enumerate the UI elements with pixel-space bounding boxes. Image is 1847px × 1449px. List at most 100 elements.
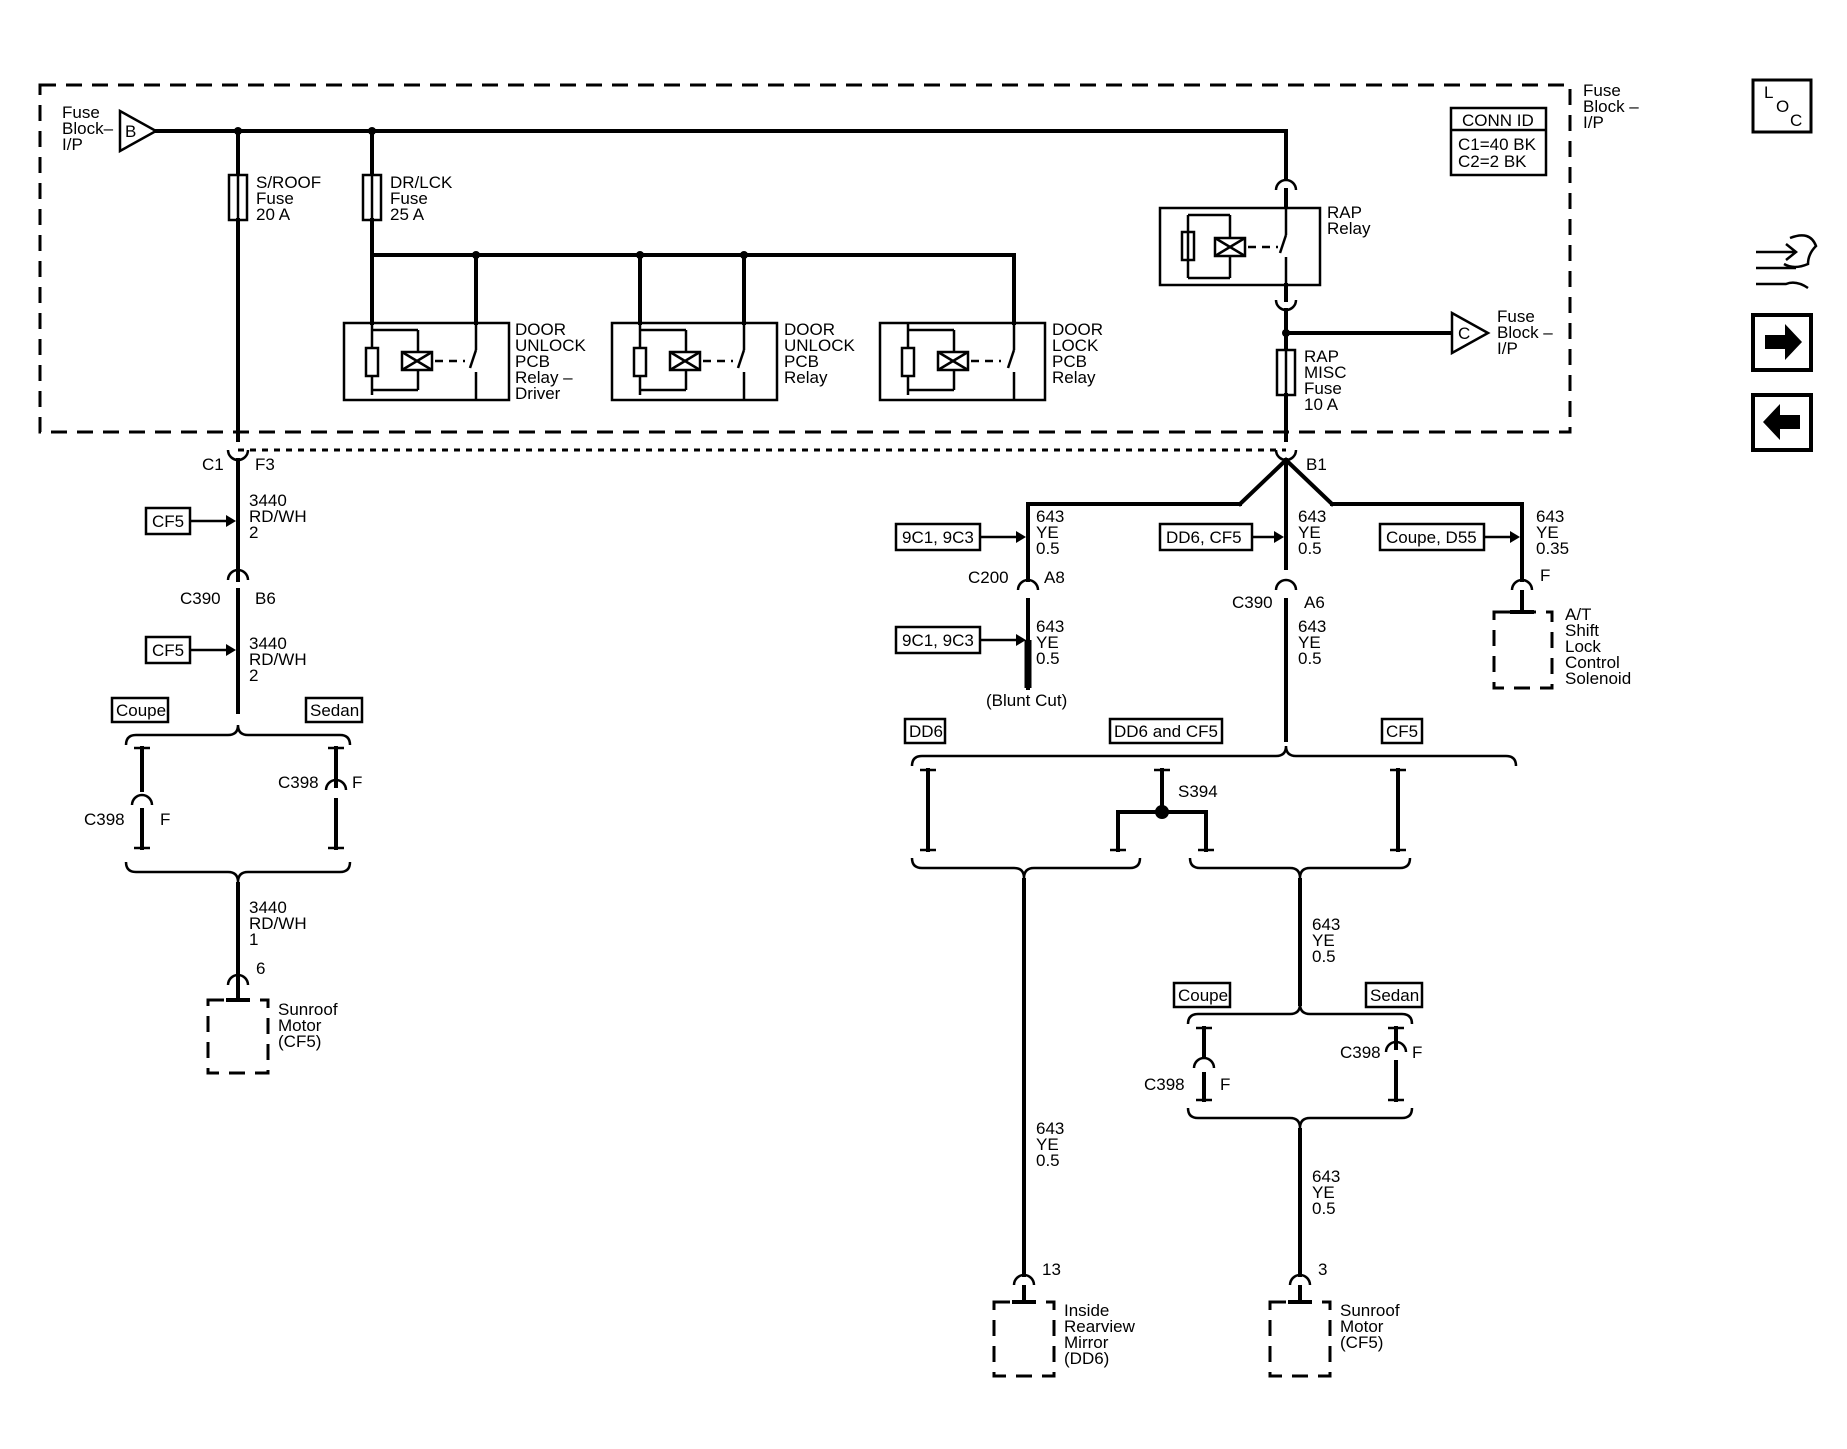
rap-fuse-label-4: 10 A	[1304, 395, 1339, 414]
relay3-label-3: PCB	[1052, 352, 1087, 371]
loc-button[interactable]: L O C	[1751, 78, 1813, 134]
left-c398-right: C398	[278, 773, 319, 792]
fuse-block-c-label-1: Fuse	[1497, 307, 1535, 326]
fuse-block-boundary	[38, 83, 1572, 434]
left-sunroof-motor	[206, 998, 270, 1075]
left-wire3-1: 3440	[249, 898, 287, 917]
right-f-left: F	[1220, 1075, 1230, 1094]
right-device-f-3: (CF5)	[1340, 1333, 1383, 1352]
left-coupe: Coupe	[116, 701, 166, 720]
left-wire2-1: 3440	[249, 634, 287, 653]
right-wire-d-1: 643	[1036, 1119, 1064, 1138]
right-wire-b-3: 0.5	[1298, 539, 1322, 558]
left-pin: 6	[256, 959, 265, 978]
left-wire1-3: 2	[249, 523, 258, 542]
fuse-block-label-right-3: I/P	[1583, 113, 1604, 132]
right-coupe-box	[1172, 981, 1232, 1009]
right-c398-right: C398	[1340, 1043, 1381, 1062]
right-device-c-4: Control	[1565, 653, 1620, 672]
right-ref-a2-box	[894, 625, 982, 655]
fuse-block-label-left-3: I/P	[62, 135, 83, 154]
next-page-button[interactable]	[1751, 313, 1813, 372]
left-wire3-2: RD/WH	[249, 914, 307, 933]
right-wire-b-1: 643	[1298, 507, 1326, 526]
left-wire1-1: 3440	[249, 491, 287, 510]
relay-door-unlock	[610, 253, 779, 402]
right-ref-a: 9C1, 9C3	[902, 528, 974, 547]
right-wire-a2-1: 643	[1036, 617, 1064, 636]
right-wire-a-1: 643	[1036, 507, 1064, 526]
drlck-fuse-label-2: Fuse	[390, 189, 428, 208]
relay3-label-2: LOCK	[1052, 336, 1099, 355]
right-ref-b: DD6, CF5	[1166, 528, 1242, 547]
right-wire-c-2: YE	[1536, 523, 1559, 542]
right-device-c-1: A/T	[1565, 605, 1591, 624]
relay1-label-4: Relay –	[515, 368, 573, 387]
relay1-label-3: PCB	[515, 352, 550, 371]
right-a8: A8	[1044, 568, 1065, 587]
left-c390: C390	[180, 589, 221, 608]
loc-l: L	[1764, 83, 1773, 102]
loc-c: C	[1790, 111, 1802, 130]
opt-dd6cf5: DD6 and CF5	[1114, 722, 1218, 741]
arrow-left-icon	[1763, 404, 1800, 440]
right-pin-f: 3	[1318, 1260, 1327, 1279]
right-c200: C200	[968, 568, 1009, 587]
sroof-fuse-label-2: Fuse	[256, 189, 294, 208]
drlck-fuse-label-3: 25 A	[390, 205, 425, 224]
fuse-block-label-right-2: Block –	[1583, 97, 1639, 116]
right-ref-a2: 9C1, 9C3	[902, 631, 974, 650]
sroof-fuse-label-1: S/ROOF	[256, 173, 321, 192]
left-f-right: F	[352, 773, 362, 792]
fuse-block-label-left-2: Block–	[62, 119, 114, 138]
loc-o: O	[1776, 97, 1789, 116]
right-ref-a-box	[894, 522, 982, 552]
right-device-f-1: Sunroof	[1340, 1301, 1400, 1320]
arrow-right-icon	[1765, 324, 1802, 360]
right-wire-d-3: 0.5	[1036, 1151, 1060, 1170]
previous-page-button[interactable]	[1751, 393, 1813, 452]
right-blunt: (Blunt Cut)	[986, 691, 1067, 710]
left-sedan-box	[304, 696, 364, 724]
wiring-tools-icon[interactable]	[1756, 234, 1818, 290]
left-device-3: (CF5)	[278, 1032, 321, 1051]
rap-relay-label-1: RAP	[1327, 203, 1362, 222]
right-wire-b2-3: 0.5	[1298, 649, 1322, 668]
relay2-label-4: Relay	[784, 368, 828, 387]
right-sedan-box	[1364, 981, 1424, 1009]
right-c398-left: C398	[1144, 1075, 1185, 1094]
bus-c-terminal	[1450, 310, 1491, 356]
fuse-block-label-left-1: Fuse	[62, 103, 100, 122]
bus-c-label: C	[1458, 324, 1470, 343]
right-ref-b-box	[1158, 522, 1254, 552]
right-wire-b2-2: YE	[1298, 633, 1321, 652]
left-ref1: CF5	[152, 512, 184, 531]
relay2-label-1: DOOR	[784, 320, 835, 339]
right-device-d-1: Inside	[1064, 1301, 1109, 1320]
bus-b-terminal	[118, 108, 159, 154]
relay-door-lock	[878, 253, 1047, 402]
right-sunroof-motor	[1268, 1300, 1332, 1378]
bus-b-label: B	[125, 122, 136, 141]
relay1-label-5: Driver	[515, 384, 561, 403]
right-s394: S394	[1178, 782, 1218, 801]
right-device-c-3: Lock	[1565, 637, 1601, 656]
left-wire2-3: 2	[249, 666, 258, 685]
conn-id-box	[1449, 106, 1548, 177]
inside-rearview-mirror	[992, 1300, 1056, 1378]
left-sedan: Sedan	[310, 701, 359, 720]
left-c1: C1	[202, 455, 224, 474]
sroof-fuse-label-3: 20 A	[256, 205, 291, 224]
right-wire-b2-1: 643	[1298, 617, 1326, 636]
opt-dd6: DD6	[909, 722, 943, 741]
fuse-block-c-label-2: Block –	[1497, 323, 1553, 342]
relay-rap	[1158, 206, 1322, 287]
right-device-d-3: Mirror	[1064, 1333, 1109, 1352]
right-device-c-2: Shift	[1565, 621, 1599, 640]
conn-id-title: CONN ID	[1462, 111, 1534, 130]
rap-fuse-label-2: MISC	[1304, 363, 1347, 382]
left-wire3-3: 1	[249, 930, 258, 949]
right-wire-e-3: 0.5	[1312, 947, 1336, 966]
left-wire2-2: RD/WH	[249, 650, 307, 669]
